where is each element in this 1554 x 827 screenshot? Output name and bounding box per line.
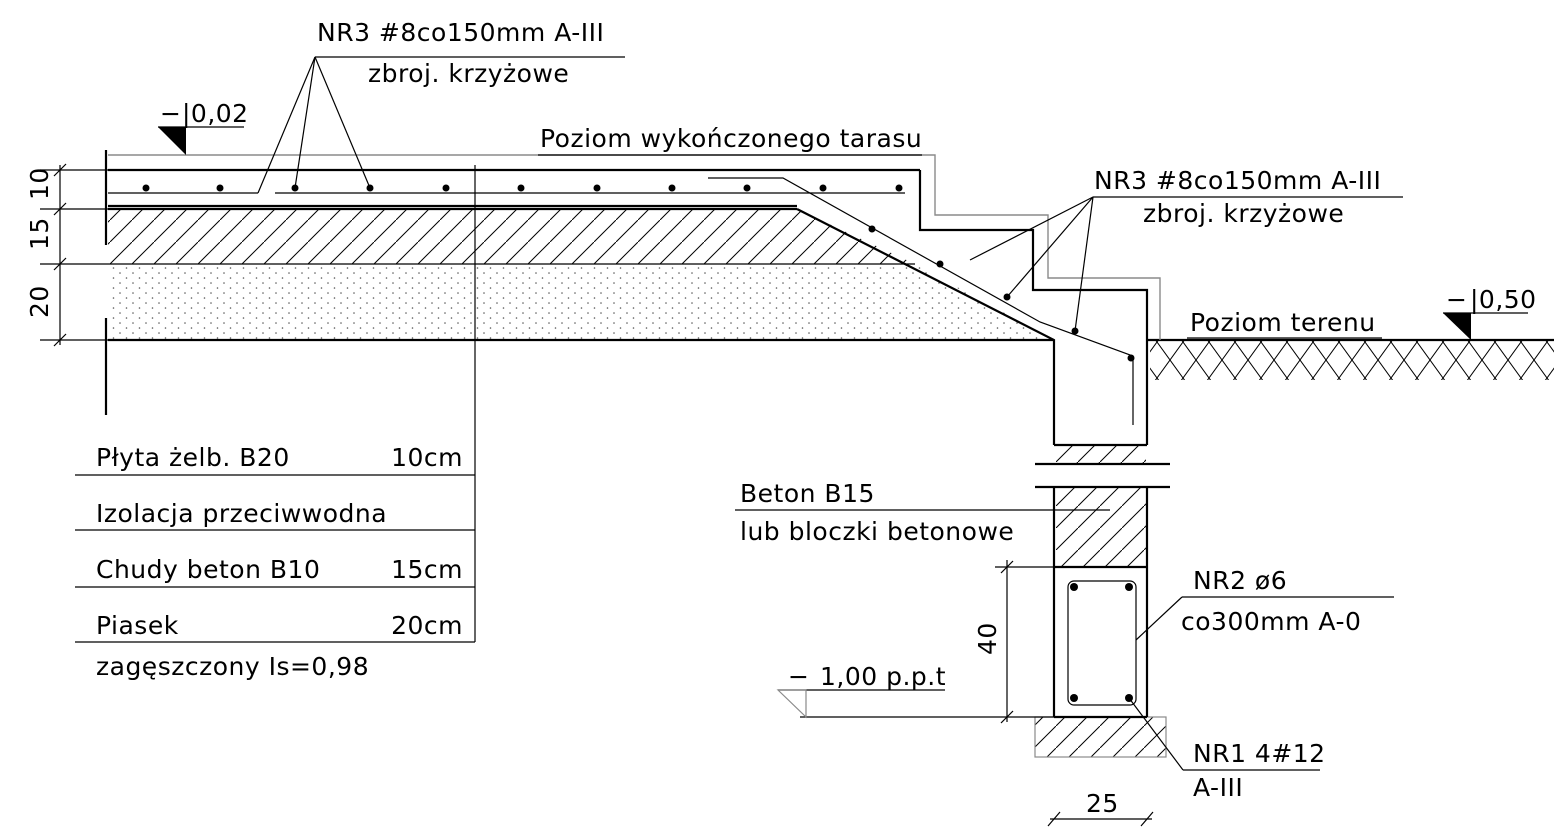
level-marker-top: − |0,02 bbox=[158, 99, 249, 155]
main-rebar-dot bbox=[1070, 583, 1078, 591]
layer-fills bbox=[108, 209, 1554, 758]
main-rebar-dot bbox=[1125, 583, 1133, 591]
dimension-lines bbox=[40, 163, 1154, 827]
footing-base-hatch bbox=[1034, 716, 1167, 758]
stirrup-sub: co300mm A-0 bbox=[1181, 607, 1361, 636]
wall-hatch-lower bbox=[1056, 487, 1146, 567]
minus-sign: − bbox=[788, 662, 809, 691]
terrace-level-label: Poziom wykończonego tarasu bbox=[540, 124, 922, 153]
main-rebar-dot bbox=[1070, 694, 1078, 702]
finished-terrace-line bbox=[108, 154, 1161, 340]
sand-note: zagęszczony Is=0,98 bbox=[96, 652, 369, 681]
main-rebar-mark: NR1 4#12 bbox=[1193, 739, 1326, 768]
rebar-dots bbox=[142, 184, 1135, 702]
outline-right bbox=[918, 170, 1149, 445]
minus-sign: − bbox=[160, 99, 181, 128]
stirrup bbox=[1067, 580, 1137, 706]
concrete-label: Beton B15 bbox=[740, 479, 875, 508]
beam-width-dim: 25 bbox=[1086, 789, 1119, 818]
top-rebar-sub: zbroj. krzyżowe bbox=[368, 59, 569, 88]
layer-thickness: 20cm bbox=[391, 611, 463, 640]
ground-level-label: Poziom terenu bbox=[1190, 308, 1376, 337]
haunch-rebar-outer bbox=[708, 177, 1134, 425]
ground-level-value: |0,50 bbox=[1470, 285, 1537, 314]
bottom-level-label: 1,00 p.p.t bbox=[820, 662, 946, 691]
rebar-dot bbox=[668, 184, 676, 192]
slab-dim: 10 bbox=[25, 167, 54, 200]
rebar-dot bbox=[868, 225, 876, 233]
main-rebar-sub: A-III bbox=[1193, 773, 1243, 802]
layer-thickness: 10cm bbox=[391, 443, 463, 472]
lean-dim: 15 bbox=[25, 217, 54, 250]
outline-haunch bbox=[796, 208, 1056, 445]
layer-table: Płyta żelb. B20 10cm Izolacja przeciwwod… bbox=[96, 443, 463, 681]
rebar-dot bbox=[1127, 354, 1135, 362]
ground-earth-hatch bbox=[1150, 340, 1554, 380]
dimension-texts: 10 15 20 40 25 bbox=[25, 167, 1119, 818]
beam-height-dim: 40 bbox=[973, 622, 1002, 655]
rebar-dot bbox=[517, 184, 525, 192]
top-level-value: |0,02 bbox=[182, 99, 249, 128]
wall-hatch-upper bbox=[1056, 444, 1146, 464]
structure-lines bbox=[104, 150, 1554, 719]
level-marker-bottom: − 1,00 p.p.t bbox=[776, 662, 946, 719]
layer-name: Chudy beton B10 bbox=[96, 555, 320, 584]
rebar-dot bbox=[819, 184, 827, 192]
lean-concrete-hatch bbox=[108, 209, 915, 264]
sand-fill bbox=[108, 264, 1054, 340]
minus-sign: − bbox=[1446, 285, 1467, 314]
layer-name: Piasek bbox=[96, 611, 179, 640]
layer-name: Izolacja przeciwwodna bbox=[96, 499, 387, 528]
top-rebar-mark: NR3 #8co150mm A-III bbox=[317, 18, 604, 47]
layer-thickness: 15cm bbox=[391, 555, 463, 584]
right-rebar-sub: zbroj. krzyżowe bbox=[1143, 199, 1344, 228]
leader-lines bbox=[257, 56, 1403, 771]
layer-table-lines bbox=[75, 474, 475, 643]
rebar-dot bbox=[142, 184, 150, 192]
concrete-sub: lub bloczki betonowe bbox=[740, 517, 1014, 546]
rebar-dot bbox=[936, 260, 944, 268]
rebar-dot bbox=[895, 184, 903, 192]
rebar-dot bbox=[743, 184, 751, 192]
level-marker-ground: − |0,50 bbox=[1443, 285, 1537, 340]
sand-dim: 20 bbox=[25, 285, 54, 318]
layer-name: Płyta żelb. B20 bbox=[96, 443, 290, 472]
right-rebar-mark: NR3 #8co150mm A-III bbox=[1094, 166, 1381, 195]
annotations: NR3 #8co150mm A-III zbroj. krzyżowe Pozi… bbox=[317, 18, 1381, 802]
rebar-dot bbox=[442, 184, 450, 192]
rebar-dot bbox=[593, 184, 601, 192]
stirrup-mark: NR2 ø6 bbox=[1193, 566, 1287, 595]
rebar-dot bbox=[216, 184, 224, 192]
